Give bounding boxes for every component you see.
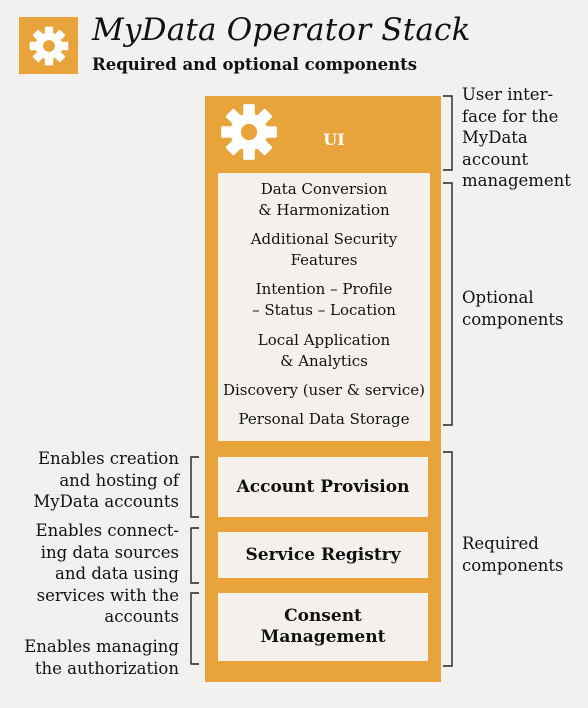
optional-note: Optional components: [462, 288, 564, 329]
service-registry-box: Service Registry: [218, 532, 428, 578]
optional-item: Data Conversion & Harmonization: [258, 180, 390, 219]
account-provision-box: Account Provision: [218, 457, 428, 517]
service-registry-note: Enables connect- ing data sources and da…: [35, 521, 179, 626]
account-provision-note: Enables creation and hosting of MyData a…: [33, 449, 179, 511]
optional-item: Additional Security Features: [250, 230, 398, 269]
optional-components-box: Data Conversion & Harmonization Addition…: [218, 173, 430, 441]
ui-label: UI: [323, 130, 345, 149]
ui-note: User inter- face for the MyData account …: [462, 85, 571, 190]
gear-icon: [29, 26, 68, 65]
optional-item: Intention – Profile – Status – Location: [252, 280, 396, 319]
optional-item: Local Application & Analytics: [257, 331, 391, 370]
required-note: Required components: [462, 534, 564, 575]
consent-management-note: Enables managing the authorization: [24, 637, 179, 678]
page-subtitle: Required and optional components: [92, 55, 418, 74]
optional-item: Discovery (user & service): [222, 381, 425, 399]
optional-item: Personal Data Storage: [238, 410, 410, 428]
page-title: MyData Operator Stack: [92, 12, 471, 48]
consent-management-box: Consent Management: [218, 593, 428, 661]
logo-box: [19, 17, 78, 74]
gear-icon: [221, 104, 277, 160]
